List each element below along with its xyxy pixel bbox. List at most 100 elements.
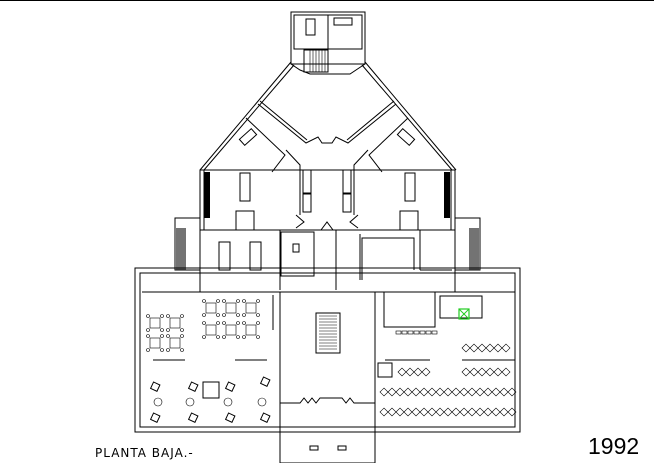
chair	[202, 299, 206, 303]
seat	[499, 387, 509, 397]
seat	[443, 407, 453, 417]
seat	[419, 387, 429, 397]
chair	[242, 313, 246, 317]
chair	[222, 299, 226, 303]
seat	[477, 343, 487, 353]
chair	[202, 335, 206, 339]
rail-post	[401, 330, 408, 335]
chair	[256, 313, 260, 317]
chair	[222, 321, 226, 325]
chair	[216, 313, 220, 317]
seat	[427, 407, 437, 417]
chair	[242, 321, 246, 325]
seat	[461, 343, 471, 353]
seat	[493, 367, 503, 377]
chair	[256, 321, 260, 325]
seat	[507, 407, 517, 417]
armchair	[187, 381, 199, 392]
chair	[160, 328, 164, 332]
chair	[146, 314, 150, 318]
seat	[411, 387, 421, 397]
seat	[477, 367, 487, 377]
armchair	[149, 412, 161, 423]
side-stairs	[174, 217, 481, 271]
table	[169, 337, 181, 349]
seat	[461, 367, 471, 377]
chair	[180, 348, 184, 352]
table	[205, 324, 217, 336]
tower-stair	[309, 50, 326, 72]
table	[245, 302, 257, 314]
central-stair	[315, 312, 341, 354]
chair	[216, 321, 220, 325]
chair	[202, 313, 206, 317]
seat	[501, 367, 511, 377]
chair	[166, 348, 170, 352]
chair	[180, 314, 184, 318]
seat	[475, 407, 485, 417]
seat	[485, 367, 495, 377]
top-tower	[290, 11, 366, 75]
drawing-year: 1992	[588, 433, 639, 459]
table	[205, 302, 217, 314]
chair	[202, 321, 206, 325]
rail-post	[425, 330, 432, 335]
seat	[459, 387, 469, 397]
chair	[236, 313, 240, 317]
chair	[160, 334, 164, 338]
seat	[491, 407, 501, 417]
chair	[160, 348, 164, 352]
seat	[421, 367, 431, 377]
rail-post	[395, 330, 402, 335]
seat	[483, 407, 493, 417]
chair	[146, 348, 150, 352]
rail-post	[431, 330, 438, 335]
chair	[180, 334, 184, 338]
seat	[475, 387, 485, 397]
middle-rooms	[199, 229, 456, 293]
seat	[435, 387, 445, 397]
table	[225, 324, 237, 336]
furniture	[146, 299, 517, 423]
seat	[469, 343, 479, 353]
chair	[222, 313, 226, 317]
seat	[397, 367, 407, 377]
chair	[146, 328, 150, 332]
diagonal-wings	[199, 61, 457, 173]
seat	[405, 367, 415, 377]
chair	[180, 328, 184, 332]
seat	[427, 387, 437, 397]
seat	[379, 387, 389, 397]
rail-post	[419, 330, 426, 335]
chair	[166, 328, 170, 332]
seat	[467, 407, 477, 417]
chair	[256, 335, 260, 339]
seat	[499, 407, 509, 417]
seat	[403, 387, 413, 397]
armchair	[259, 412, 271, 423]
table	[225, 302, 237, 314]
drawing-title: PLANTA BAJA.-	[95, 446, 194, 460]
seat	[485, 343, 495, 353]
table	[149, 337, 161, 349]
toilet-block	[199, 169, 456, 231]
table	[169, 317, 181, 329]
seat	[451, 387, 461, 397]
side-table	[223, 397, 233, 407]
seat	[413, 367, 423, 377]
seat	[469, 367, 479, 377]
armchair	[259, 376, 271, 387]
seat	[483, 387, 493, 397]
seat	[387, 407, 397, 417]
chair	[146, 334, 150, 338]
chair	[216, 335, 220, 339]
entrance	[279, 431, 376, 463]
side-table	[257, 397, 267, 407]
seat	[443, 387, 453, 397]
chair	[216, 299, 220, 303]
rail-post	[413, 330, 420, 335]
side-table	[153, 397, 163, 407]
chair	[242, 299, 246, 303]
seat	[501, 343, 511, 353]
